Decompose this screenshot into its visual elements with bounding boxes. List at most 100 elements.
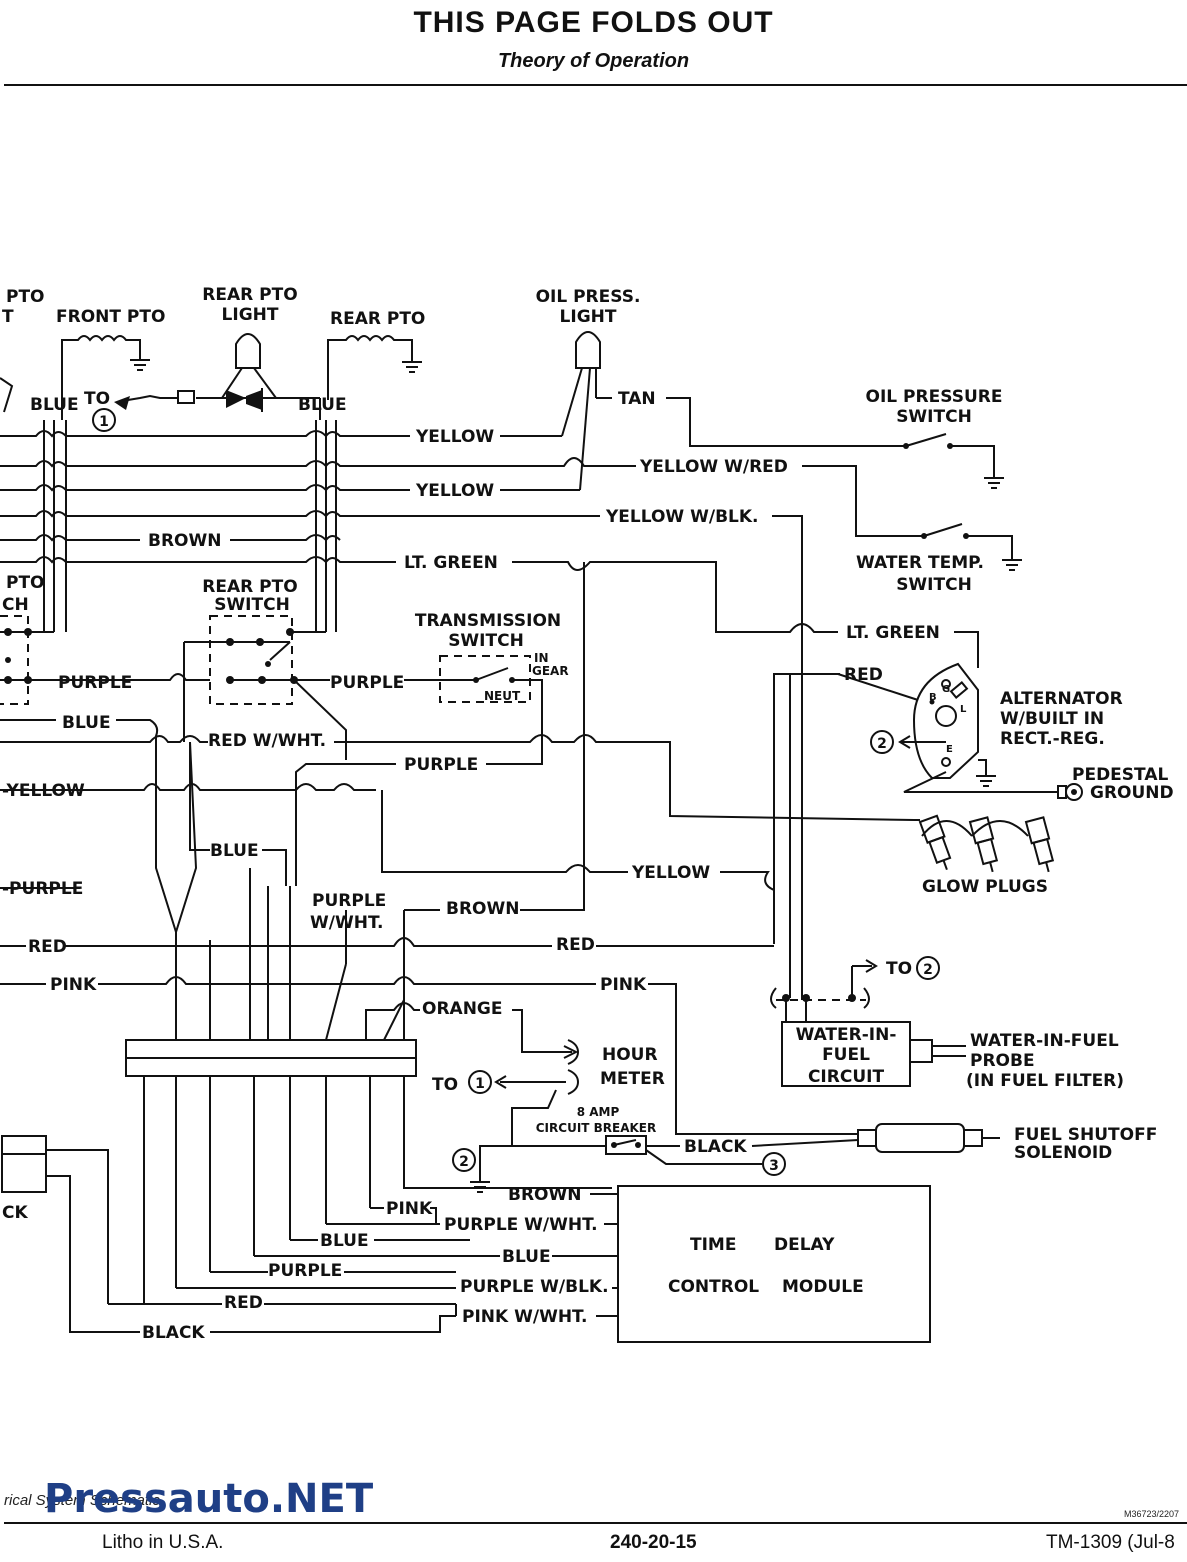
label-breaker-1: 8 AMP [577,1105,620,1119]
wire-purple-w-wht-1: PURPLE [312,891,386,911]
label-alt-l: L [960,704,967,715]
label-front-pto: FRONT PTO [56,307,165,327]
wire-purple-left: -PURPLE [2,879,83,899]
wire-red-3: RED [224,1293,263,1313]
wire-red-2: RED [556,935,595,955]
callout-1-top: 1 [92,408,116,432]
label-hour-meter-2: METER [600,1069,665,1089]
label-fuel-shutoff-2: SOLENOID [1014,1143,1112,1163]
wire-red-alt: RED [844,665,883,685]
wire-lt-green-1: LT. GREEN [404,553,498,573]
label-alt-b: B [929,692,937,703]
rear-pto-switch [0,615,347,760]
label-pedestal-ground-2: GROUND [1090,783,1174,803]
callout-2-cb-number: 2 [459,1154,469,1170]
fuel-shutoff-solenoid [751,1123,1000,1153]
transmission-switch [404,655,543,765]
wire-blue-right: BLUE [298,395,347,415]
wire-pink-left: PINK [50,975,97,995]
footer-rule [4,1522,1187,1524]
label-hour-meter-1: HOUR [602,1045,658,1065]
wire-purple-w-blk: PURPLE W/BLK. [460,1277,609,1297]
wire-yellow-w-blk: YELLOW W/BLK. [605,507,759,527]
wire-brown-2: BROWN [446,899,519,919]
label-alternator-1: ALTERNATOR [1000,689,1123,709]
label-in-gear-2: GEAR [532,664,569,678]
label-neut: NEUT [484,689,521,703]
callout-3-number: 3 [769,1158,779,1174]
rear-pto-light [114,333,320,412]
label-oil-pressure-switch-2: SWITCH [896,407,972,427]
wire-purple-w-wht-3: PURPLE W/WHT. [444,1215,598,1235]
label-control: CONTROL [668,1277,759,1297]
label-wif-probe-2: PROBE [970,1051,1035,1071]
label-to-top: TO [84,389,110,409]
label-wif-probe-3: (IN FUEL FILTER) [966,1071,1124,1091]
rear-pto-clutch [327,335,423,400]
wire-purple-4: PURPLE [268,1261,342,1281]
callout-1-hour-number: 1 [475,1076,485,1092]
callout-2-cb: 2 [452,1148,476,1172]
label-wif-circuit-1: WATER-IN- [796,1025,897,1045]
callout-2-wif-number: 2 [923,962,933,978]
module-input-wires [108,1193,618,1333]
label-pto-switch-left-2: CH [2,595,29,615]
time-delay-control-module [617,1185,931,1343]
figure-number: M36723/2207 [1124,1509,1180,1519]
callout-3: 3 [762,1152,786,1176]
wire-black-2: BLACK [142,1323,205,1343]
label-to-wif: TO [886,959,912,979]
wire-purple-2: PURPLE [330,673,404,693]
wire-lt-green-2: LT. GREEN [846,623,940,643]
front-pto-clutch [61,335,151,371]
circuit-breaker [512,1135,762,1165]
wire-pink-w-wht: PINK W/WHT. [462,1307,588,1327]
wire-purple-3: PURPLE [404,755,478,775]
wire-red-left: RED [28,937,67,957]
label-delay: DELAY [774,1235,835,1255]
label-rear-pto: REAR PTO [330,309,425,329]
label-fuel-shutoff-1: FUEL SHUTOFF [1014,1125,1157,1145]
label-pto-left: PTO [6,287,45,307]
wire-orange: ORANGE [422,999,503,1019]
wire-blue-3: BLUE [210,841,259,861]
page-subtitle: Theory of Operation [497,50,690,72]
wire-pink-2: PINK [600,975,647,995]
callout-2-wif: 2 [916,956,940,980]
wire-blue-2: BLUE [62,713,111,733]
label-oil-press-light-2: LIGHT [560,307,617,327]
wire-brown-3: BROWN [508,1185,581,1205]
label-pto-left-2: T [2,307,14,327]
oil-press-light [561,331,612,491]
callout-1-hour: 1 [468,1070,492,1094]
page-title: THIS PAGE FOLDS OUT [413,6,774,39]
hour-meter [469,1039,580,1193]
label-rear-pto-switch-1: REAR PTO [202,577,297,597]
footer-page-number: 240-20-15 [610,1532,697,1553]
label-transmission-switch-1: TRANSMISSION [415,611,561,631]
label-glow-plugs: GLOW PLUGS [922,877,1048,897]
label-module: MODULE [782,1277,864,1297]
wire-yellow-2: YELLOW [415,481,494,501]
left-connector [1,1135,140,1333]
water-in-fuel-circuit [770,674,966,1087]
wire-yellow-w-red: YELLOW W/RED [639,457,788,477]
callout-1-top-number: 1 [99,414,109,430]
water-temp-switch [802,465,1023,571]
label-rear-pto-switch-2: SWITCH [214,595,290,615]
callout-2-alt-number: 2 [877,736,887,752]
wire-blue-4: BLUE [320,1231,369,1251]
watermark-logo: Pressauto.NET [44,1476,374,1522]
label-alternator-2: W/BUILT IN [1000,709,1104,729]
label-to-hour: TO [432,1075,458,1095]
wire-pink-3: PINK [386,1199,433,1219]
wire-yellow-1: YELLOW [415,427,494,447]
label-pedestal-ground-1: PEDESTAL [1072,765,1168,785]
footer-litho: Litho in U.S.A. [102,1532,224,1553]
wire-tan: TAN [618,389,656,409]
label-alternator-3: RECT.-REG. [1000,729,1105,749]
wire-purple-1: PURPLE [58,673,132,693]
wire-brown-1: BROWN [148,531,221,551]
wire-blue-5: BLUE [502,1247,551,1267]
